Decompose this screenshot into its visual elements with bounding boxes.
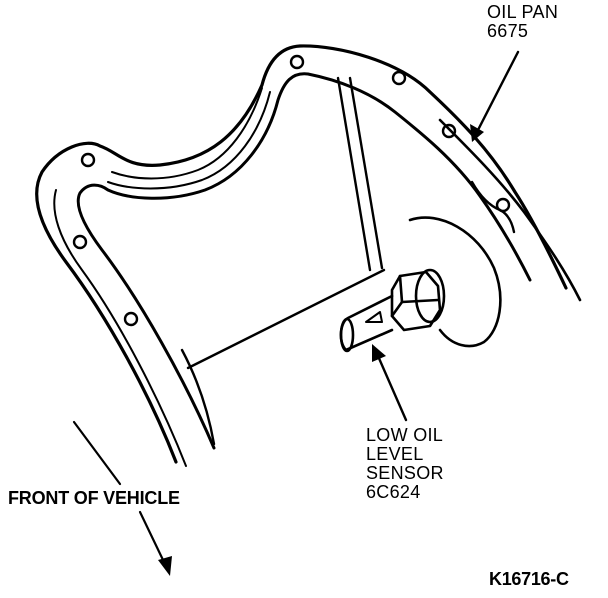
sensor-probe-end: [339, 317, 355, 353]
bolt-hole: [123, 311, 139, 327]
pan-back-rail-1: [336, 76, 372, 272]
pan-side-wall: [180, 348, 216, 446]
sensor-slot: [365, 311, 383, 323]
bolt-hole: [80, 152, 96, 168]
sensor-hex: [390, 270, 442, 332]
leader-sensor: [376, 354, 408, 422]
sensor-hex-edge: [390, 300, 404, 318]
sensor-part-number: 6C624: [366, 482, 421, 502]
bolt-hole: [441, 123, 457, 139]
bolt-holes: [72, 54, 511, 327]
oil-level-sensor: [339, 268, 446, 353]
figure-code: K16716-C: [489, 569, 569, 589]
sensor-label-line: SENSOR: [366, 463, 444, 483]
pan-floor-edge: [186, 268, 386, 370]
bolt-hole: [72, 234, 88, 250]
gasket-ridge-lower: [111, 87, 263, 180]
oil-pan-label-line: OIL PAN: [487, 2, 559, 22]
leader-oil-pan: [476, 50, 520, 132]
sensor-label-line: LOW OIL: [366, 425, 444, 445]
bolt-hole: [289, 54, 305, 70]
oil-pan-label: OIL PAN 6675: [487, 3, 558, 41]
arrow-icon: [372, 344, 386, 362]
bolt-hole: [495, 197, 511, 213]
arrow-icon: [470, 124, 484, 142]
pan-back-rail-2: [348, 76, 384, 270]
bolt-hole: [391, 70, 407, 86]
sensor-hex-edge: [400, 298, 440, 304]
gasket-ridge-upper: [107, 91, 271, 190]
sensor-label: LOW OIL LEVEL SENSOR 6C624: [366, 426, 444, 502]
front-of-vehicle-label: FRONT OF VEHICLE: [8, 488, 180, 508]
arrow-icon: [158, 556, 172, 576]
front-direction-line: [138, 510, 166, 564]
gasket-inner-edge: [76, 72, 532, 450]
pan-right-rail: [438, 118, 582, 302]
sensor-label-line: LEVEL: [366, 444, 424, 464]
sensor-washer: [414, 268, 446, 324]
sensor-boss: [408, 216, 502, 348]
oil-pan-part-number: 6675: [487, 21, 529, 41]
front-direction-line: [72, 420, 122, 486]
gasket-left-ridge: [53, 189, 187, 467]
sensor-hex-edge: [398, 274, 404, 304]
